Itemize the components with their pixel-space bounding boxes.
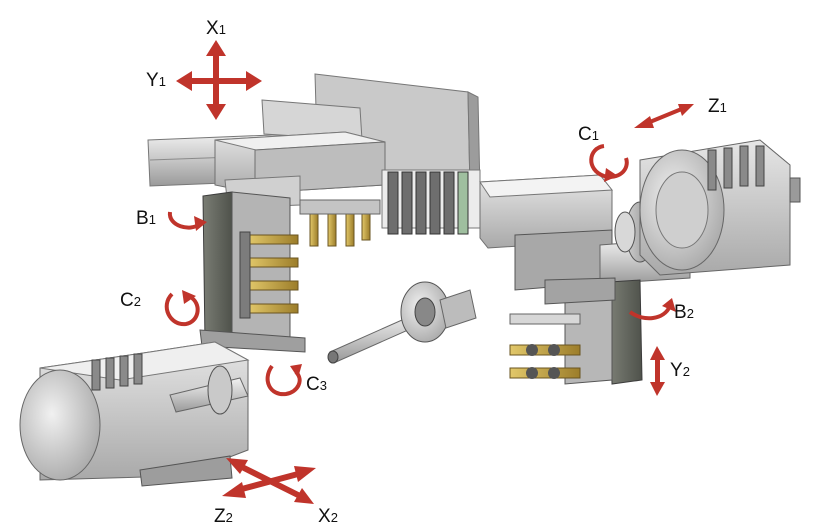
label-z2: Z2: [214, 506, 233, 527]
arrow-b1: [167, 211, 207, 231]
label-c3: C3: [306, 374, 327, 395]
arrow-c1: [589, 144, 629, 182]
right-motor: [639, 139, 801, 276]
label-b2: B2: [674, 302, 694, 323]
spindle-shaft: [327, 281, 477, 364]
axis-labels: X1 Y1 Z1 C1 B1 C2 C3 B2 Y2 Z2 X2: [120, 18, 727, 527]
arrow-z2-x2-cross: [222, 458, 316, 504]
label-c1: C1: [578, 124, 599, 145]
turret-column-1: [199, 191, 306, 353]
turret-column-2: [509, 277, 643, 385]
arrow-c2: [164, 290, 200, 327]
axis-arrows: [164, 40, 694, 504]
label-y1: Y1: [146, 70, 166, 91]
label-z1: Z1: [708, 96, 727, 117]
label-x1: X1: [206, 18, 226, 39]
tool-holders-2: [509, 313, 581, 379]
label-b1: B1: [136, 208, 156, 229]
tool-holders-1: [239, 231, 299, 319]
arrow-x1-y1-cross: [176, 40, 262, 120]
arrow-b2: [628, 298, 676, 321]
gang-tool-plates: [381, 169, 481, 235]
arrow-c3: [265, 364, 302, 397]
label-c2: C2: [120, 290, 141, 311]
arrow-y2: [650, 346, 665, 396]
drill-tools-upper: [299, 199, 381, 247]
left-sub-spindle: [19, 341, 250, 487]
label-y2: Y2: [670, 360, 690, 381]
label-x2: X2: [318, 506, 338, 527]
arrow-z1: [634, 104, 694, 128]
right-spindle-housing: [479, 174, 691, 291]
